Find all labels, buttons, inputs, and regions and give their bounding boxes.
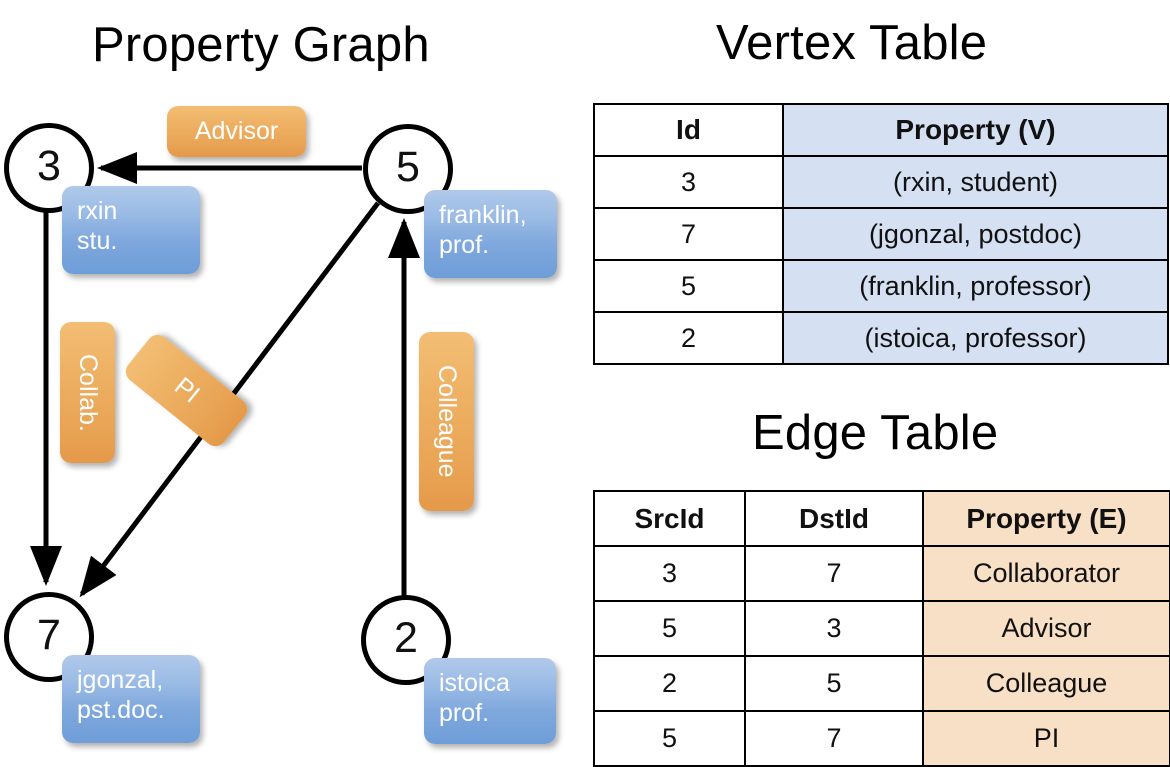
vertex-property-3-line2: stu. xyxy=(77,226,118,255)
edge-row-2-dst: 5 xyxy=(744,655,924,712)
table-row: 7 (jgonzal, postdoc) xyxy=(593,207,1169,261)
vertex-row-3-id: 2 xyxy=(593,311,784,365)
vertex-property-7-line2: pst.doc. xyxy=(77,695,165,724)
edge-row-1-property: Advisor xyxy=(922,600,1170,657)
vertex-row-0-property: (rxin, student) xyxy=(782,155,1169,209)
edge-row-3-dst: 7 xyxy=(744,710,924,767)
edge-row-1-src: 5 xyxy=(593,600,746,657)
table-row: 3 7 Collaborator xyxy=(593,545,1170,602)
vertex-node-7-id: 7 xyxy=(37,610,61,659)
vertex-node-3-id: 3 xyxy=(37,141,61,190)
edge-row-3-src: 5 xyxy=(593,710,746,767)
vertex-property-7-line1: jgonzal, xyxy=(77,666,164,694)
edge-label-collab: Collab. xyxy=(60,322,115,463)
table-row: 2 (istoica, professor) xyxy=(593,311,1169,365)
vertex-row-1-id: 7 xyxy=(593,207,784,261)
table-row: 5 (franklin, professor) xyxy=(593,259,1169,313)
vertex-node-5[interactable]: 5 xyxy=(363,124,453,214)
edge-label-colleague-text: Colleague xyxy=(433,365,461,478)
edge-row-3-property: PI xyxy=(922,710,1170,767)
property-graph-canvas: 3 5 7 2 rxin stu. franklin, prof. jgonza… xyxy=(0,0,585,760)
vertex-property-2-line1: istoica xyxy=(439,669,510,697)
vertex-table: Id Property (V) 3 (rxin, student) 7 (jgo… xyxy=(593,103,1169,365)
vertex-row-1-property: (jgonzal, postdoc) xyxy=(782,207,1169,261)
edge-row-0-dst: 7 xyxy=(744,545,924,602)
vertex-node-2[interactable]: 2 xyxy=(361,595,451,685)
vertex-property-box-2: istoica prof. xyxy=(424,658,556,744)
vertex-property-5-line2: prof. xyxy=(439,230,490,259)
edge-row-2-property: Colleague xyxy=(922,655,1170,712)
vertex-property-2-line2: prof. xyxy=(439,698,490,727)
vertex-row-3-property: (istoica, professor) xyxy=(782,311,1169,365)
page-title-vertex-table: Vertex Table xyxy=(716,16,988,70)
vertex-property-5-line1: franklin, xyxy=(439,201,527,229)
page-title-property-graph: Property Graph xyxy=(92,18,430,72)
edge-table-header-srcid: SrcId xyxy=(593,490,746,547)
edge-table-header-property: Property (E) xyxy=(922,490,1170,547)
vertex-property-box-5: franklin, prof. xyxy=(424,190,557,278)
vertex-table-header-property: Property (V) xyxy=(782,103,1169,157)
edge-table: SrcId DstId Property (E) 3 7 Collaborato… xyxy=(593,490,1170,767)
edge-label-collab-text: Collab. xyxy=(74,353,102,432)
vertex-row-2-id: 5 xyxy=(593,259,784,313)
vertex-row-2-property: (franklin, professor) xyxy=(782,259,1169,313)
edge-label-colleague: Colleague xyxy=(419,332,474,511)
edge-label-pi-text: PI xyxy=(168,371,205,409)
vertex-property-3-line1: rxin xyxy=(77,197,118,225)
vertex-property-box-3: rxin stu. xyxy=(62,186,200,274)
vertex-node-5-id: 5 xyxy=(396,142,420,191)
edge-label-advisor-text: Advisor xyxy=(194,117,279,145)
edge-row-2-src: 2 xyxy=(593,655,746,712)
vertex-row-0-id: 3 xyxy=(593,155,784,209)
table-row: 2 5 Colleague xyxy=(593,655,1170,712)
vertex-property-box-7: jgonzal, pst.doc. xyxy=(62,655,200,743)
edge-table-header-row: SrcId DstId Property (E) xyxy=(593,490,1170,547)
edge-row-0-src: 3 xyxy=(593,545,746,602)
edge-table-header-dstid: DstId xyxy=(744,490,924,547)
vertex-table-header-row: Id Property (V) xyxy=(593,103,1169,157)
edge-row-1-dst: 3 xyxy=(744,600,924,657)
edge-label-advisor: Advisor xyxy=(167,106,306,157)
table-row: 5 7 PI xyxy=(593,710,1170,767)
vertex-table-header-id: Id xyxy=(593,103,784,157)
table-row: 5 3 Advisor xyxy=(593,600,1170,657)
page-title-edge-table: Edge Table xyxy=(752,406,999,460)
vertex-node-2-id: 2 xyxy=(394,613,418,662)
edge-row-0-property: Collaborator xyxy=(922,545,1170,602)
table-row: 3 (rxin, student) xyxy=(593,155,1169,209)
